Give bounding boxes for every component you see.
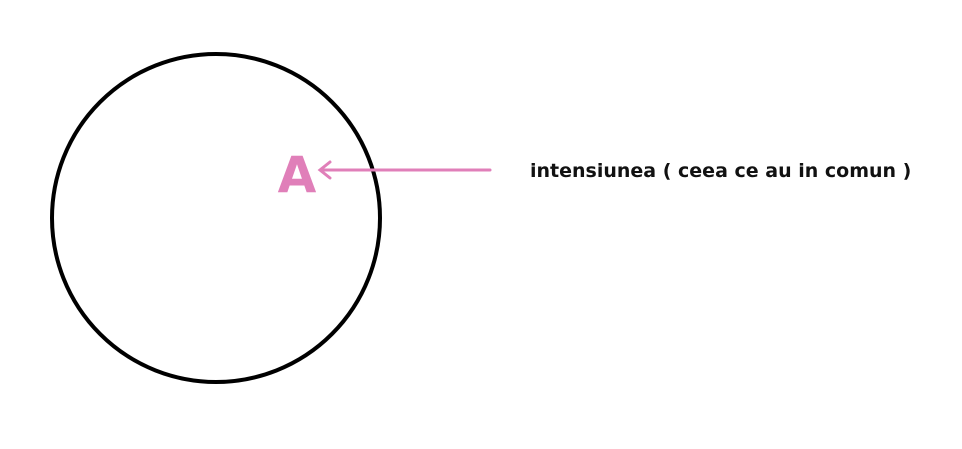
arrow-icon <box>317 160 492 180</box>
intension-annotation: intensiunea ( ceea ce au in comun ) <box>530 160 911 182</box>
set-circle <box>50 52 382 384</box>
arrow-head <box>317 160 332 180</box>
set-label-a: A <box>278 146 317 204</box>
